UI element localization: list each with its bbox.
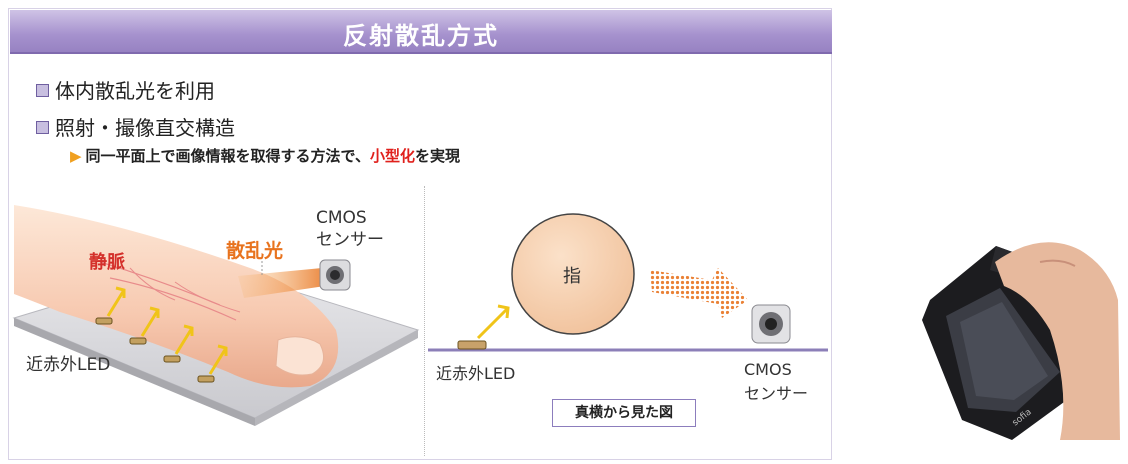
title-banner: 反射散乱方式	[10, 10, 832, 54]
device-photo: sofia	[922, 242, 1120, 440]
led-label-right: 近赤外LED	[436, 364, 516, 383]
arrow-icon	[174, 324, 194, 355]
led-icon	[129, 337, 147, 345]
led-icon	[457, 340, 487, 350]
cmos-sensor-icon	[751, 304, 791, 344]
scatter-light-label: 散乱光	[226, 240, 284, 262]
bullet-text: 体内散乱光を利用	[55, 79, 215, 103]
led-icon	[95, 317, 113, 325]
page-title: 反射散乱方式	[343, 22, 499, 50]
side-view-caption: 真横から見た図	[552, 399, 696, 427]
led-array	[95, 286, 228, 383]
led-icon	[163, 355, 181, 363]
arrow-icon	[140, 306, 160, 337]
cmos-label-right-line2: センサー	[744, 384, 809, 403]
finger-illustration	[14, 205, 339, 388]
bullet-square-icon	[36, 121, 49, 134]
arrow-icon	[106, 286, 126, 317]
bullet-item: 体内散乱光を利用	[36, 75, 215, 104]
led-label-left: 近赤外LED	[26, 355, 111, 375]
vein-label: 静脈	[89, 252, 125, 273]
finger-label: 指	[563, 266, 581, 287]
sub-point-highlight: 小型化	[369, 147, 415, 165]
triangle-bullet-icon: ▶	[70, 147, 82, 165]
cmos-label-line2: センサー	[316, 230, 384, 250]
sub-point-suffix: を実現	[414, 147, 460, 165]
led-icon	[197, 375, 215, 383]
cmos-sensor-icon	[261, 257, 351, 291]
sub-point: ▶同一平面上で画像情報を取得する方法で、小型化を実現	[70, 145, 460, 166]
bullet-text: 照射・撮像直交構造	[55, 116, 235, 140]
scatter-beam	[238, 268, 325, 298]
arrow-icon	[476, 304, 510, 340]
arrow-icon	[208, 344, 228, 375]
diagram-divider	[424, 186, 425, 456]
diagram-panel	[8, 8, 832, 460]
sub-point-prefix: 同一平面上で画像情報を取得する方法で、	[85, 147, 370, 165]
cmos-label-right-line1: CMOS	[744, 360, 792, 379]
finger-circle	[511, 213, 635, 335]
cmos-label-line1: CMOS	[316, 208, 367, 228]
bullet-item: 照射・撮像直交構造	[36, 112, 235, 141]
bullet-square-icon	[36, 84, 49, 97]
scatter-arrow-icon	[650, 268, 748, 318]
